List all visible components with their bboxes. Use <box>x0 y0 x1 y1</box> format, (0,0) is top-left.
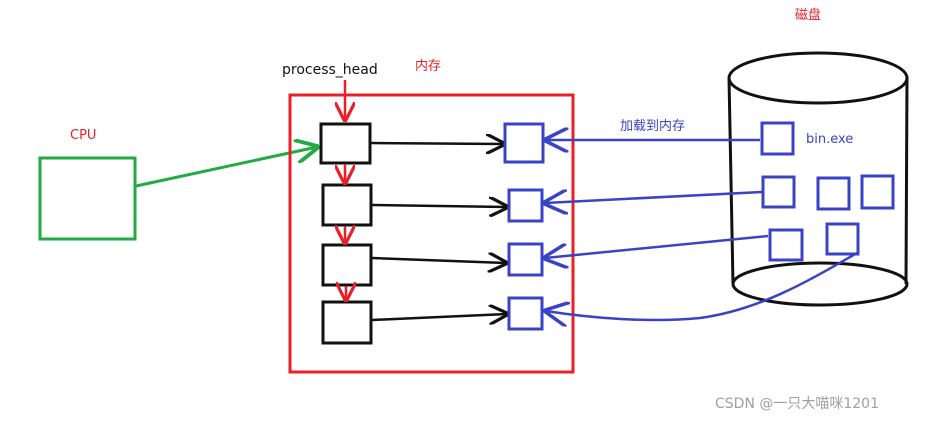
memory-code-block <box>507 188 544 223</box>
disk-file-block <box>761 175 796 209</box>
process-head-label: process_head <box>282 62 378 78</box>
pcb-node <box>321 300 373 345</box>
bin-exe-label: bin.exe <box>806 132 853 147</box>
disk-left-side <box>727 77 735 285</box>
pcb-node <box>321 183 373 227</box>
cpu-box <box>38 156 137 241</box>
pcb-to-code-arrow <box>370 143 504 144</box>
pcb-to-code-arrow <box>371 314 507 320</box>
memory-code-block <box>507 242 544 277</box>
cpu-to-pcb-arrow <box>135 147 317 188</box>
watermark: CSDN @一只大喵咪1201 <box>715 396 879 412</box>
load-arrow <box>546 251 858 320</box>
disk-file-block <box>825 222 860 256</box>
disk-top <box>727 51 909 105</box>
disk-label: 磁盘 <box>795 7 821 23</box>
pcb-to-code-arrow <box>371 205 507 207</box>
load-arrow <box>545 192 763 203</box>
disk-file-block <box>816 176 851 211</box>
pcb-to-code-arrow <box>371 258 506 263</box>
memory-box <box>288 93 575 374</box>
load-to-memory-label: 加载到内存 <box>620 118 685 134</box>
memory-code-block <box>503 122 545 164</box>
disk-file-block <box>760 121 795 156</box>
cpu-label: CPU <box>70 128 96 143</box>
pcb-node <box>321 243 373 287</box>
pcb-node <box>319 122 372 165</box>
memory-code-block <box>507 296 544 331</box>
disk-file-block <box>768 228 804 262</box>
disk-bottom <box>731 261 909 307</box>
load-arrow <box>545 234 769 258</box>
disk-file-block <box>860 174 895 210</box>
memory-label: 内存 <box>415 58 441 74</box>
disk-right-side <box>904 77 909 285</box>
